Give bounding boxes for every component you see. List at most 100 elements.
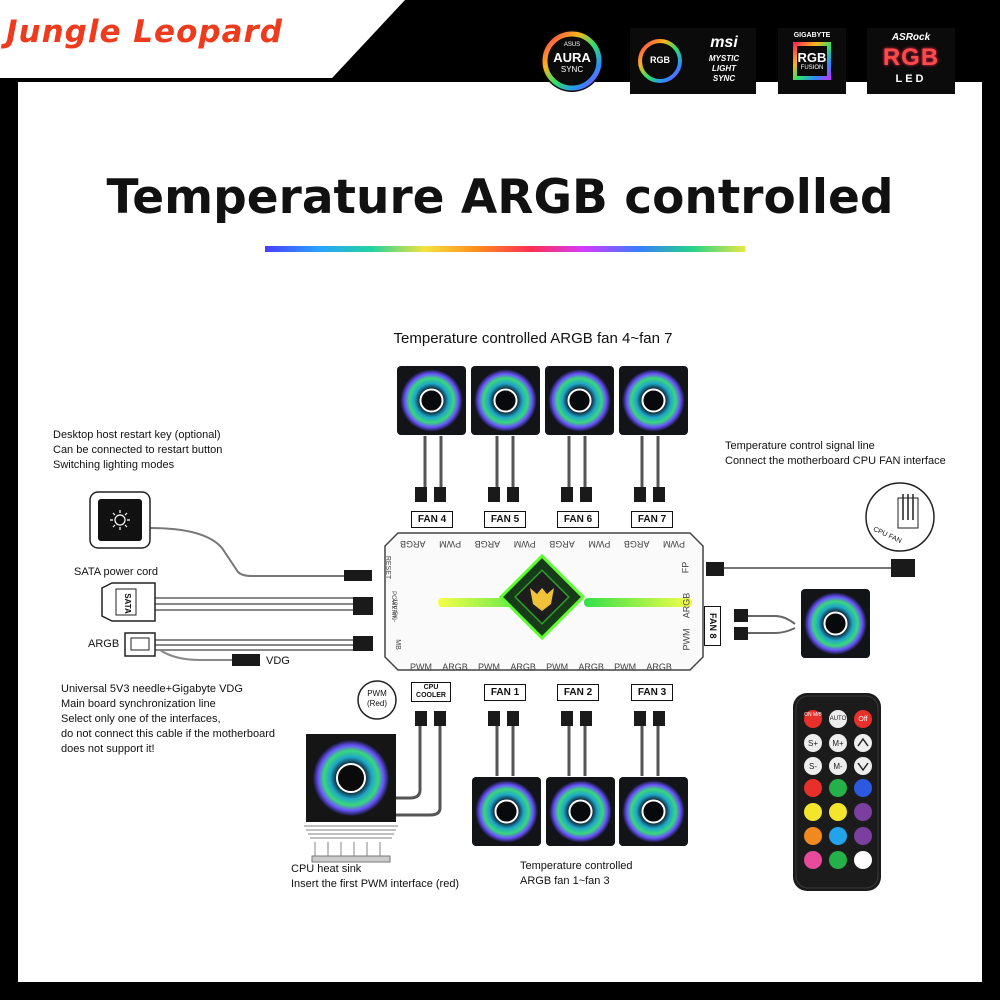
bottom-fan-cables	[395, 724, 660, 817]
remote-color-buttons	[804, 779, 872, 869]
hub-bottom-port-1: ARGB	[442, 662, 468, 672]
fan5-label: FAN 5	[484, 511, 526, 528]
remote-mode-up-label: M+	[832, 739, 844, 748]
pwm-red-marker	[357, 680, 397, 720]
fan-1	[472, 777, 541, 846]
restart-note-line3: Switching lighting modes	[53, 459, 175, 471]
bottom-fans-caption-line2: ARGB fan 1~fan 3	[520, 875, 610, 887]
hub-top-port-5: ARGB	[474, 539, 501, 549]
hub-argb-port: ARGB	[681, 592, 692, 619]
fan-6	[545, 366, 614, 435]
sata-label: SATA power cord	[74, 566, 158, 578]
fan8-cables	[746, 615, 796, 634]
hub-bottom-port-7: ARGB	[646, 662, 672, 672]
hub-top-port-4: PWM	[513, 539, 536, 549]
sata-plug-label: SATA	[122, 593, 132, 614]
remote-function-buttons	[804, 710, 872, 775]
brand-banner: Jungle Leopard	[0, 0, 405, 78]
hub-top-port-0: PWM	[663, 539, 685, 549]
hub-top-port-1: ARGB	[623, 539, 650, 549]
fan-3	[619, 777, 688, 846]
pwm-red-line1: PWM	[367, 689, 387, 698]
asrock-brand: ASRock	[891, 32, 931, 43]
fan2-label: FAN 2	[557, 684, 599, 701]
hub-top-port-2: PWM	[588, 539, 611, 549]
remote-auto-label: AUTO	[829, 716, 847, 722]
cpu-note-line1: CPU heat sink	[291, 863, 362, 875]
cpu-cooler-label-line1: CPU	[423, 684, 439, 691]
hub-mb-port: MB	[393, 639, 401, 650]
argb-note-line5: does not support it!	[61, 743, 155, 755]
fan6-label: FAN 6	[557, 511, 599, 528]
argb-note: Universal 5V3 needle+Gigabyte VDG Main b…	[61, 682, 275, 757]
aura-brand: ASUS	[563, 42, 581, 48]
argb-plug-icon	[124, 632, 156, 657]
bottom-fans-caption-line1: Temperature controlled	[520, 860, 633, 872]
restart-cable	[149, 527, 346, 577]
gigabyte-brand: GIGABYTE	[793, 32, 831, 39]
argb-note-line4: do not connect this cable if the motherb…	[61, 728, 276, 740]
rainbow-divider	[265, 246, 745, 252]
gigabyte-fusion-text: FUSION	[800, 65, 824, 71]
bottom-fans-caption: Temperature controlled ARGB fan 1~fan 3	[520, 859, 633, 889]
asrock-rgb-led-logo: ASRock RGB LED	[867, 28, 955, 94]
cpu-heatsink-drawing	[304, 734, 398, 863]
fan7-label: FAN 7	[631, 511, 673, 528]
top-fan-connectors	[415, 487, 665, 502]
hub-bottom-port-5: ARGB	[578, 662, 604, 672]
argb-note-line3: Select only one of the interfaces,	[61, 713, 221, 725]
hub-bottom-port-3: ARGB	[510, 662, 536, 672]
msi-rgb-badge: RGB	[650, 55, 670, 65]
remote-off-label: Off	[858, 716, 868, 723]
remote-speed-up-label: S+	[807, 739, 818, 748]
argb-cables	[155, 639, 354, 661]
msi-line3: SYNC	[712, 74, 736, 83]
brand-name: Jungle Leopard	[6, 14, 283, 50]
restart-note-line1: Desktop host restart key (optional)	[53, 429, 221, 441]
hub-reset-port: RESET	[384, 555, 392, 580]
vdg-label: VDG	[266, 655, 290, 667]
asus-aura-sync-logo: ASUS AURA SYNC	[537, 28, 607, 94]
msi-brand: msi	[710, 34, 738, 51]
fan-5	[471, 366, 540, 435]
aura-sync-text: SYNC	[560, 65, 584, 74]
cpu-note: CPU heat sink Insert the first PWM inter…	[291, 862, 459, 892]
hub-bottom-port-4: PWM	[546, 662, 569, 672]
pwm-red-line2: (Red)	[366, 699, 387, 708]
pwm-red-label: PWM (Red)	[358, 689, 396, 709]
signal-note: Temperature control signal line Connect …	[725, 439, 946, 469]
argb-label: ARGB	[88, 638, 120, 650]
asrock-rgb-text: RGB	[882, 44, 940, 71]
msi-line1: MYSTIC	[708, 54, 740, 63]
msi-ring-icon	[638, 39, 682, 83]
hub-power-pins: 12V 5V -	[391, 598, 398, 623]
sata-plug-icon	[101, 582, 156, 622]
signal-note-line1: Temperature control signal line	[725, 440, 875, 452]
top-fans-caption: Temperature controlled ARGB fan 4~fan 7	[393, 330, 673, 347]
hub-pwm-port: PWM	[681, 628, 692, 651]
msi-mystic-light-logo: RGB msi MYSTIC LIGHT SYNC	[630, 28, 756, 94]
restart-button-icon	[89, 491, 151, 549]
fan-8	[801, 589, 870, 658]
remote-mode-down-label: M-	[833, 762, 843, 771]
argb-note-line2: Main board synchronization line	[61, 698, 216, 710]
fan4-label: FAN 4	[411, 511, 453, 528]
hub-top-port-6: PWM	[439, 539, 462, 549]
aura-text: AURA	[553, 50, 591, 65]
asrock-led-text: LED	[895, 73, 927, 85]
fan1-label: FAN 1	[484, 684, 526, 701]
hub-glow-bar	[438, 553, 692, 641]
fan8-label: FAN 8	[704, 606, 721, 646]
aura-ring-icon	[541, 30, 603, 92]
fan-2	[546, 777, 615, 846]
page-title: Temperature ARGB controlled	[106, 170, 894, 225]
remote-on-label: ON M/B	[804, 712, 822, 718]
fusion-square-icon	[793, 42, 831, 80]
fan-4	[397, 366, 466, 435]
argb-note-line1: Universal 5V3 needle+Gigabyte VDG	[61, 683, 243, 695]
